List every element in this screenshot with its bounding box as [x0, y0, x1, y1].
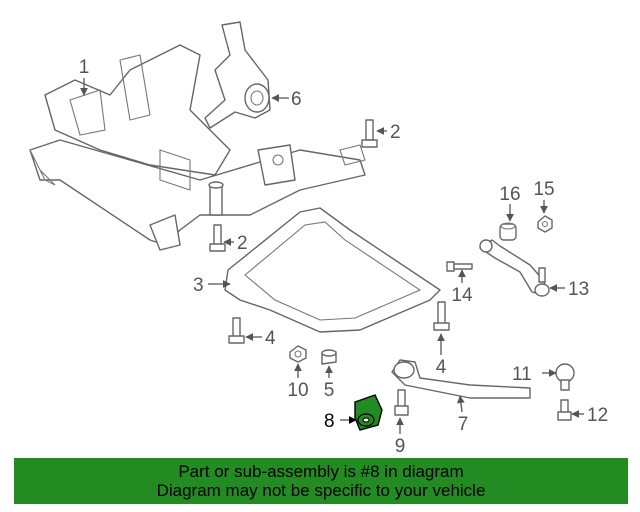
- tension-strut-13: [479, 239, 550, 297]
- bolt-2-upper: [361, 119, 378, 148]
- banner-line-part: Part or sub-assembly is #8 in diagram: [178, 462, 464, 481]
- callout-12: 12: [587, 405, 608, 426]
- ball-joint-11: [555, 363, 575, 391]
- subframe-crossmember: [29, 44, 366, 251]
- callout-5: 5: [324, 380, 335, 401]
- bolt-9: [394, 389, 409, 416]
- callout-11: 11: [512, 364, 532, 385]
- callout-10: 10: [287, 380, 308, 401]
- bushing-16: [499, 222, 517, 241]
- bushing-5: [321, 349, 337, 365]
- callout-8: 8: [324, 411, 335, 432]
- callout-1: 1: [79, 57, 90, 78]
- callout-4-right: 4: [436, 357, 447, 378]
- bolt-4-left: [228, 317, 245, 344]
- callout-13: 13: [568, 279, 589, 300]
- callout-16: 16: [499, 184, 520, 205]
- bolt-12: [557, 399, 572, 421]
- parts-diagram: 1 2 2 3 4 4 5 6 7 8 9 10 11 12 13 14 15 …: [29, 21, 608, 456]
- lower-control-arm: [391, 359, 531, 399]
- nut-15: [537, 215, 553, 233]
- callout-14: 14: [451, 285, 473, 306]
- callout-4-left: 4: [265, 328, 276, 349]
- callout-6: 6: [291, 89, 302, 110]
- callout-9: 9: [395, 436, 406, 456]
- callout-15: 15: [533, 179, 554, 200]
- bushing-8: [354, 394, 383, 431]
- bolt-2-lower: [209, 224, 226, 252]
- splash-shield: [224, 207, 441, 333]
- callout-2-lower: 2: [237, 233, 248, 254]
- banner-line-disclaimer: Diagram may not be specific to your vehi…: [156, 481, 486, 500]
- callout-2-upper: 2: [390, 122, 401, 143]
- callout-7: 7: [458, 414, 469, 435]
- nut-10: [289, 345, 307, 363]
- callout-3: 3: [193, 275, 204, 296]
- steering-knuckle: [204, 21, 271, 129]
- bolt-14: [446, 261, 473, 272]
- part-notice-banner: Part or sub-assembly is #8 in diagram Di…: [14, 458, 628, 504]
- bolt-4-right: [433, 301, 450, 331]
